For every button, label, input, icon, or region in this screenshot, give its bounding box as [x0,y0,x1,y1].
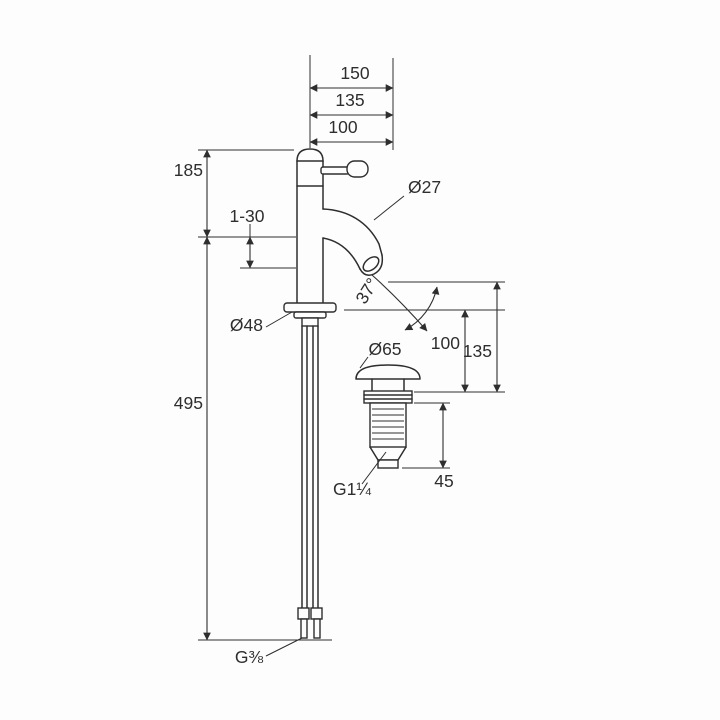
label-base-diameter: Ø48 [230,311,293,335]
faucet-body [296,55,324,304]
dim-label-reach-135: 135 [335,90,364,110]
dimension-outlet-heights: 100 135 [344,281,505,393]
stream-angle-label: 37° [351,274,382,307]
dim-label-d27: Ø27 [408,177,441,197]
dim-label-height-185: 185 [174,160,203,180]
faucet-spout [322,208,384,276]
dim-label-g114: G1¼ [333,479,371,499]
dim-label-height-135: 135 [463,341,492,361]
label-waste-thread: G1¼ [333,451,387,499]
dimension-spout-reach: 150 135 100 [309,58,394,150]
label-waste-diameter: Ø65 [359,339,402,369]
dim-label-reach-150: 150 [340,63,369,83]
pop-up-waste [355,364,421,469]
dimension-mounting-thickness: 1-30 [229,206,296,269]
label-hose-thread: G⅜ [235,637,303,667]
faucet-base-escutcheon [283,302,337,327]
dim-label-hose-495: 495 [174,393,203,413]
water-stream-arrow [371,274,428,332]
dimension-hose-length: 495 [174,236,332,641]
dim-label-reach-100: 100 [328,117,357,137]
faucet-lever-handle [320,160,369,178]
dim-label-d48: Ø48 [230,315,263,335]
dim-label-height-100: 100 [431,333,460,353]
dim-label-thickness-1-30: 1-30 [229,206,264,226]
dim-label-g38: G⅜ [235,647,264,667]
dimension-waste-height: 45 [402,402,454,491]
dim-label-d65: Ø65 [368,339,401,359]
dim-label-waste-45: 45 [434,471,453,491]
supply-hoses [297,325,323,639]
stream-angle-arc [404,286,440,331]
dimension-body-height: 185 [174,149,296,238]
label-spout-diameter: Ø27 [373,177,441,221]
